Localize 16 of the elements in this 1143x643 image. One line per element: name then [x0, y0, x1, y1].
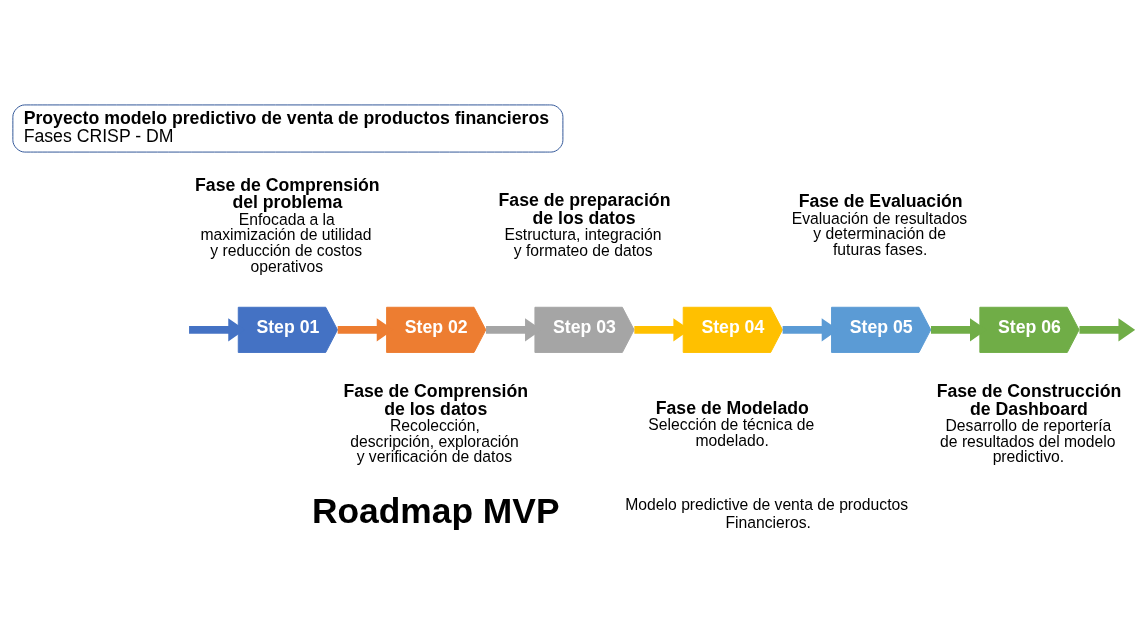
node-box: Proyecto modelo predictivo de venta de productos financieros Fases CRISP - DM: [12, 103, 564, 153]
node-label: Fase de Evaluación: [798, 190, 963, 211]
node-label: Fase de Comprensión del problema: [195, 174, 380, 212]
arrow: [1079, 317, 1135, 342]
node-label: Estructura, integración y formateo de datos: [504, 225, 662, 259]
node-label: Fase de Modelado: [655, 397, 809, 418]
node-label: Fase de Comprensión de los datos: [343, 380, 528, 419]
node-label: Evaluación de resultados y determinación de futuras fases.: [791, 209, 968, 258]
node-label: Recolección, descripción, exploración y verificación de datos: [350, 416, 519, 465]
node-label: Enfocada a la maximización de utilidad y reducción de costos operativos: [200, 210, 372, 275]
node-label: Fase de Construcción de Dashboard: [936, 380, 1122, 419]
label: Modelo predictive de venta de productos Financieros.: [625, 495, 909, 531]
node-label: Fase de preparación de los datos: [498, 189, 671, 228]
node-label: Desarrollo de reportería de resultados del modelo predictivo.: [940, 416, 1116, 465]
node-label: Selección de técnica de modelado.: [648, 415, 815, 449]
label: Roadmap MVP: [311, 490, 560, 530]
